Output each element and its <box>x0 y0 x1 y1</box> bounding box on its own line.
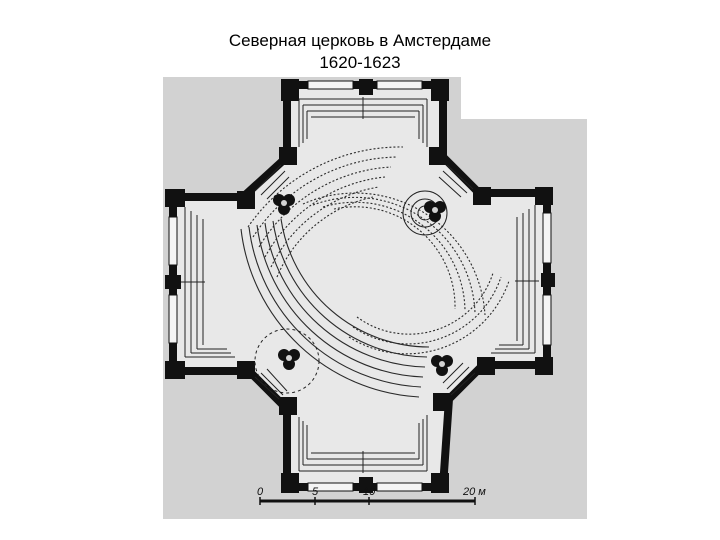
plan-white-corner <box>461 77 587 119</box>
church-floor-plan: 0 5 10 20 м <box>163 77 587 519</box>
column-sw <box>278 349 300 370</box>
seating-rows-east <box>348 272 510 355</box>
scale-label-20: 20 м <box>462 486 486 498</box>
window-openings <box>168 80 552 492</box>
clustered-columns <box>273 194 453 376</box>
scale-label-5: 5 <box>312 486 319 498</box>
scale-label-0: 0 <box>257 486 264 498</box>
seating-rows <box>247 146 486 316</box>
slide-subtitle-dates: 1620-1623 <box>319 53 401 72</box>
wall-piers <box>165 79 555 493</box>
seating-rows-solid <box>240 218 430 398</box>
corner-stairs <box>254 164 476 400</box>
column-ne <box>424 201 446 222</box>
scale-label-10: 10 <box>363 486 376 498</box>
scale-bar: 0 5 10 20 м <box>257 486 486 505</box>
column-se <box>431 355 453 376</box>
column-nw <box>273 194 295 215</box>
column-sw-dashed-circle <box>254 328 320 394</box>
slide-title: Северная церковь в Амстердаме <box>228 31 492 50</box>
arm-benches <box>181 97 539 473</box>
